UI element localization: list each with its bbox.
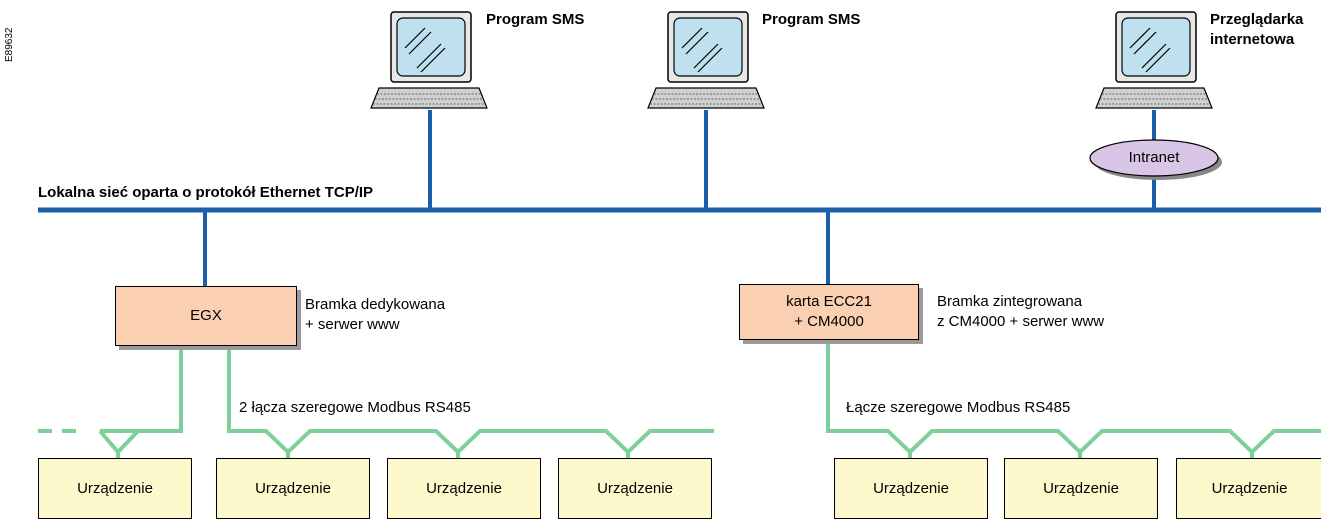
egx-label: EGX	[190, 307, 222, 324]
pc3-label-line2: internetowa	[1210, 31, 1295, 48]
ecc-label-line2: + CM4000	[794, 313, 864, 330]
device-box: Urządzenie	[1176, 458, 1321, 519]
ecc-gateway: karta ECC21 + CM4000	[739, 284, 919, 340]
serial-link-egx-label: 2 łącza szeregowe Modbus RS485	[239, 399, 471, 416]
pc2-label: Program SMS	[762, 11, 861, 28]
serial-link-ecc-label: Łącze szeregowe Modbus RS485	[846, 399, 1071, 416]
ecc-desc-line1: Bramka zintegrowana	[937, 293, 1083, 310]
device-label: Urządzenie	[1211, 480, 1288, 497]
computer-icon	[647, 11, 765, 109]
computer-icon	[1095, 11, 1213, 109]
network-label: Lokalna sieć oparta o protokół Ethernet …	[38, 184, 374, 201]
device-label: Urządzenie	[1043, 480, 1119, 497]
intranet-cloud	[1089, 139, 1222, 180]
device-box: Urządzenie	[216, 458, 370, 519]
pc3-label-line1: Przeglądarka	[1210, 11, 1304, 28]
intranet-label: Intranet	[1128, 149, 1180, 166]
device-label: Urządzenie	[873, 480, 949, 497]
device-label: Urządzenie	[255, 480, 331, 497]
device-label: Urządzenie	[77, 480, 153, 497]
computer-icon	[370, 11, 488, 109]
egx-gateway: EGX	[115, 286, 297, 346]
serial-link-egx-right	[227, 346, 714, 455]
device-box: Urządzenie	[834, 458, 988, 519]
serial-link-ecc	[826, 340, 1321, 455]
device-label: Urządzenie	[426, 480, 502, 497]
device-label: Urządzenie	[597, 480, 673, 497]
device-box: Urządzenie	[1004, 458, 1158, 519]
serial-link-egx-left	[38, 346, 183, 455]
egx-desc-line1: Bramka dedykowana	[305, 296, 446, 313]
device-box: Urządzenie	[387, 458, 541, 519]
ecc-label-line1: karta ECC21	[786, 293, 872, 310]
pc1-label: Program SMS	[486, 11, 585, 28]
egx-desc-line2: + serwer www	[305, 316, 400, 333]
device-box: Urządzenie	[558, 458, 712, 519]
ecc-desc-line2: z CM4000 + serwer www	[937, 313, 1105, 330]
device-box: Urządzenie	[38, 458, 192, 519]
